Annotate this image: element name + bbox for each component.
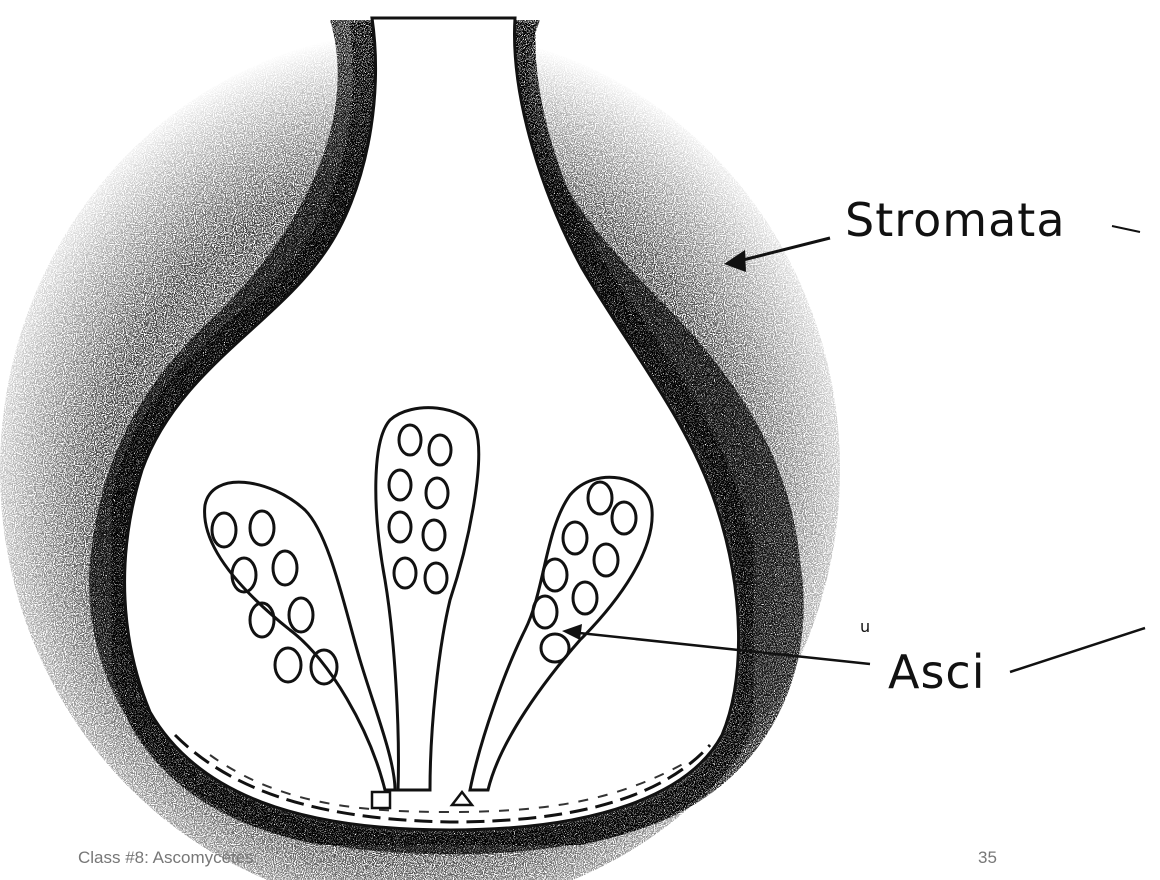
ascus-bases [370, 789, 475, 810]
ascospores-right [531, 480, 638, 664]
asci-label: Asci [888, 645, 986, 699]
basal-layer [173, 733, 712, 824]
stromata-label: Stromata [845, 193, 1066, 247]
svg-text:u: u [860, 617, 870, 636]
perithecium-wall [100, 20, 765, 856]
stromata-pointer [724, 225, 1141, 272]
footer-course-label: Class #8: Ascomycetes [78, 848, 254, 867]
ascospores-left [210, 509, 339, 686]
ascospores-middle [387, 423, 453, 595]
footer-page-number: 35 [978, 848, 997, 867]
ascus-left [203, 480, 397, 792]
ascus-right [468, 475, 654, 792]
asci-pointer: u [562, 617, 1146, 674]
basal-layer-inner [209, 754, 691, 814]
ascus-middle [374, 406, 481, 792]
